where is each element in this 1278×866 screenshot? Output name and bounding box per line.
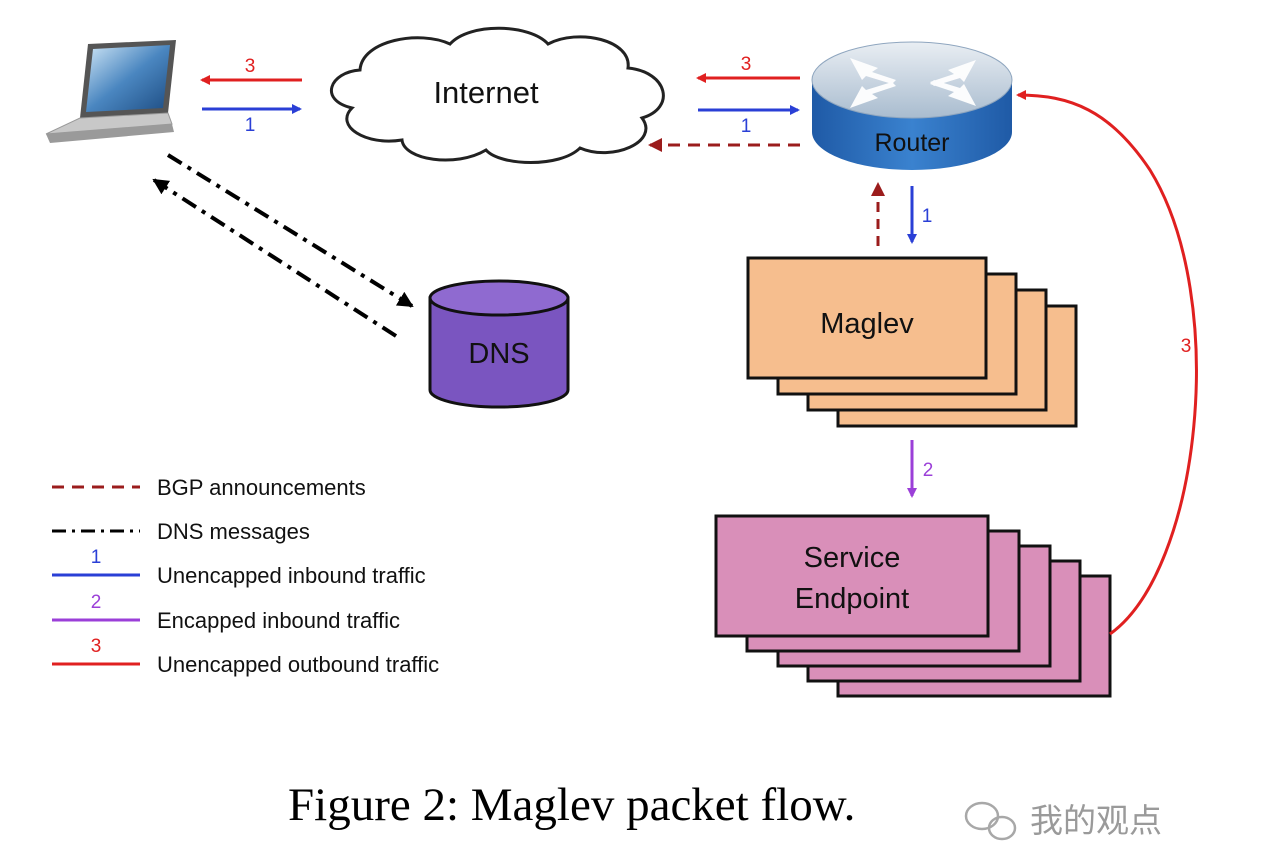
dns-arrow-laptop-to-dns [166, 153, 414, 308]
inbound-number-label: 1 [922, 206, 933, 227]
laptop-icon [45, 40, 176, 143]
maglev-stack: Maglev [746, 256, 1078, 428]
outbound-number-label: 3 [741, 54, 752, 75]
maglev-label: Maglev [820, 308, 914, 340]
figure-caption: Figure 2: Maglev packet flow. [288, 779, 855, 831]
legend-number-inbound: 1 [91, 547, 102, 568]
service-endpoint-label-line1: Service [804, 542, 901, 574]
watermark-text: 我的观点 [1030, 801, 1162, 840]
dns-label: DNS [468, 338, 529, 370]
service-endpoint-label-line2: Endpoint [795, 583, 910, 615]
service-endpoint-stack: Service Endpoint [714, 514, 1112, 698]
outbound-number-label: 3 [1181, 336, 1192, 357]
legend: BGP announcements DNS messages 1 Unencap… [52, 475, 439, 677]
legend-number-outbound: 3 [91, 636, 102, 657]
legend-label-dns: DNS messages [157, 519, 310, 544]
router-icon: Router [811, 41, 1013, 170]
legend-label-encapped: Encapped inbound traffic [157, 608, 400, 633]
dns-server-icon: DNS [428, 279, 570, 409]
outbound-number-label: 3 [245, 56, 256, 77]
encapped-number-label: 2 [923, 460, 934, 481]
wechat-icon [964, 801, 1017, 841]
legend-label-inbound: Unencapped inbound traffic [157, 563, 426, 588]
inbound-number-label: 1 [741, 116, 752, 137]
internet-label: Internet [433, 75, 539, 110]
watermark: 我的观点 [964, 801, 1162, 841]
outbound-arrow-endpoint-to-router [1016, 90, 1198, 636]
legend-label-outbound: Unencapped outbound traffic [157, 652, 439, 677]
legend-number-encapped: 2 [91, 592, 102, 613]
router-label: Router [874, 129, 949, 157]
dns-arrow-dns-to-laptop [152, 178, 398, 338]
inbound-number-label: 1 [245, 115, 256, 136]
internet-cloud: Internet [329, 26, 665, 164]
legend-label-bgp: BGP announcements [157, 475, 366, 500]
